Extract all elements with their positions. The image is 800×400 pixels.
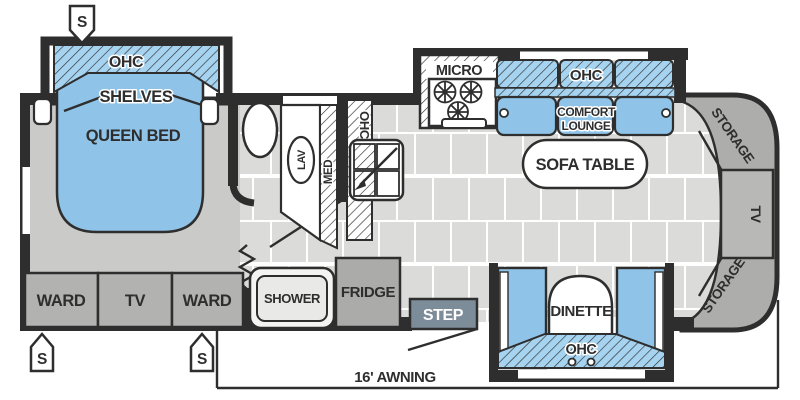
entry-step xyxy=(408,297,479,331)
speaker-label: S xyxy=(197,351,207,368)
rear-tv-label: TV xyxy=(748,205,764,223)
bedroom-slide: OHC SHELVES QUEEN BED xyxy=(40,36,233,234)
bath-wall xyxy=(337,100,347,202)
sofa-cushion xyxy=(613,95,675,137)
shelves-label: SHELVES xyxy=(100,88,173,106)
micro-label: MICRO xyxy=(436,63,482,79)
bedroom-wall xyxy=(228,93,238,186)
hall-wall-stub xyxy=(241,288,250,330)
speaker-label: S xyxy=(77,14,87,31)
bathroom: LAV MED OHC xyxy=(241,99,405,250)
cup-holder xyxy=(661,108,671,118)
sofa-cushion xyxy=(495,95,558,137)
shower-inner xyxy=(256,275,328,322)
queen-bed xyxy=(55,68,205,234)
wall-kitchen-step xyxy=(413,48,423,105)
sofa-cushion xyxy=(556,95,615,137)
kitchen-galley: MICRO xyxy=(418,53,501,130)
nightstand-right xyxy=(199,97,220,126)
speaker-marker-bottom-left xyxy=(29,332,55,373)
bedroom-ohc-label: OHC xyxy=(109,54,144,71)
fridge-box xyxy=(334,256,402,329)
speaker-markers: S S S xyxy=(29,4,215,373)
speaker-label: S xyxy=(37,351,47,368)
sofa-ohc xyxy=(614,59,674,89)
awning-line xyxy=(215,300,780,390)
shower: SHOWER xyxy=(248,266,336,330)
micro-strip xyxy=(426,61,493,79)
left-window xyxy=(22,167,30,234)
sofa-ohc-label: OHC xyxy=(570,67,603,84)
queen-bed-label: QUEEN BED xyxy=(86,127,181,145)
dinette-dot xyxy=(586,357,596,367)
dinette-dot xyxy=(567,357,577,367)
front-cabinets: WARD TV WARD xyxy=(23,271,245,329)
wardrobe-cell xyxy=(353,143,376,170)
wardrobe xyxy=(348,138,405,202)
speaker-marker-top xyxy=(68,4,96,45)
awning-label: 16' AWNING xyxy=(354,369,436,386)
rear-tv-cabinet xyxy=(719,168,775,260)
nightstand-left xyxy=(32,97,53,126)
sofa-table-top xyxy=(521,138,649,190)
sofa-slide: OHC COMFORT LOUNGE xyxy=(494,59,676,137)
sofa-table: SOFA TABLE xyxy=(521,138,649,190)
comfort-lounge-label: COMFORT xyxy=(557,105,616,119)
lav-sink xyxy=(286,135,316,185)
bath-ohc-label: OHC xyxy=(357,111,372,140)
wall-bottom-right xyxy=(668,317,694,331)
speaker-marker-bottom-mid xyxy=(189,332,215,373)
comfort-lounge-label2: LOUNGE xyxy=(562,119,611,133)
dinette-table xyxy=(547,274,614,344)
dinette-label: DINETTE xyxy=(550,303,612,320)
sofa-ohc xyxy=(496,59,559,89)
cup-holder xyxy=(499,108,509,118)
entry-door-swing xyxy=(407,327,478,352)
arrow-head xyxy=(355,179,366,190)
dinette-wall-right xyxy=(665,263,674,382)
ward-right-label: WARD xyxy=(183,292,232,310)
wardrobe-cell xyxy=(376,170,400,197)
ward-left-label: WARD xyxy=(37,292,86,310)
toilet xyxy=(241,101,279,159)
shower-label: SHOWER xyxy=(264,291,321,306)
med-label: MED xyxy=(323,160,335,184)
counter-drawer xyxy=(441,118,487,129)
tv-label: TV xyxy=(125,292,146,310)
lav-label: LAV xyxy=(296,149,308,170)
ward-left xyxy=(23,271,100,329)
dinette-wall-left xyxy=(489,263,498,382)
awning: 16' AWNING xyxy=(215,300,780,390)
ward-right xyxy=(170,271,245,329)
door-jamb-curve xyxy=(229,183,255,207)
dinette-ohc-label: OHC xyxy=(565,342,597,358)
med-cabinet xyxy=(319,104,338,250)
wall-right-body xyxy=(674,48,686,103)
dinette-window xyxy=(518,370,645,379)
fridge: FRIDGE xyxy=(334,256,402,329)
dinette-slide: DINETTE OHC xyxy=(489,263,674,382)
burners xyxy=(433,80,483,123)
rear-divider-lines xyxy=(697,130,724,297)
sofa-back xyxy=(494,87,676,98)
hanging-rod-arrow xyxy=(359,147,398,186)
tv-cabinet xyxy=(96,271,174,329)
entry: STEP xyxy=(407,297,479,352)
sofa-table-label: SOFA TABLE xyxy=(536,156,635,174)
bath-window xyxy=(283,96,337,105)
step-label: STEP xyxy=(423,307,464,324)
living-window xyxy=(520,51,648,60)
fridge-label: FRIDGE xyxy=(341,284,396,301)
bedroom-ohc xyxy=(53,44,220,94)
